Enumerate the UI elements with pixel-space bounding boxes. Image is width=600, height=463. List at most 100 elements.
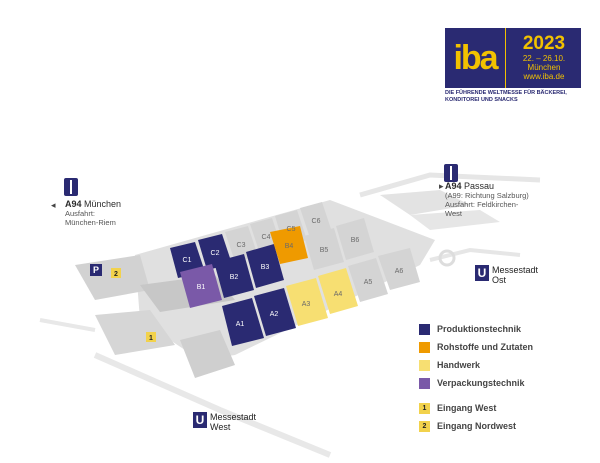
logo-tagline: DIE FÜHRENDE WELTMESSE FÜR BÄCKEREI, KON… [445,90,595,104]
road-west-number: A94 [65,199,82,209]
logo-brand-text: iba [453,38,498,77]
legend-item-handwerk: Handwerk [419,359,480,371]
parking-marker-label: P [93,265,99,275]
legend-swatch [419,323,430,335]
entrance-marker: 2 [419,420,430,432]
legend-swatch [419,359,430,371]
legend-swatch [419,377,430,389]
hall-labels: A1 A2 A3 A4 A5 A6 B1 B2 B3 B4 B5 B6 C1 C… [183,218,404,328]
legend-item-rohstoffe: Rohstoffe und Zutaten [419,341,533,353]
tagline-line-2: KONDITOREI UND SNACKS [445,97,518,103]
ubahn-west-label: Messestadt West [210,412,256,432]
hall-label: A6 [395,268,404,275]
road-east [429,247,521,262]
hall-b3[interactable] [246,244,284,288]
ubahn-east-label: Messestadt Ost [492,265,538,285]
halls-row-a [222,248,420,346]
hall-a2[interactable] [254,288,296,336]
legend-label: Eingang Nordwest [437,421,517,431]
legend-item-eingang-nordwest: 2 Eingang Nordwest [419,420,516,432]
road-south [93,352,332,458]
iba-logo: iba 2023 22. – 26.10. München www.iba.de [445,28,581,88]
building-southwest [95,310,175,355]
hall-b5[interactable] [304,228,344,270]
hall-a1[interactable] [222,298,264,346]
entrance-2-marker[interactable] [111,268,121,278]
hall-label: C4 [262,234,271,241]
motorway-icon [444,164,458,182]
ubahn-icon: U [475,265,489,281]
hall-label: A4 [334,291,343,298]
hall-c6[interactable] [300,202,332,238]
hall-label: A5 [364,279,373,286]
hall-b2[interactable] [214,254,254,298]
legend-label: Eingang West [437,403,497,413]
hall-label: B1 [197,284,206,291]
legend-label: Rohstoffe und Zutaten [437,342,533,352]
legend-swatch [419,341,430,353]
road-west-exit-label: Ausfahrt: [65,209,96,218]
road-east-name: Passau [464,181,495,191]
road-east-exit-cont: West [445,209,462,218]
road-east-title: A94 Passau [445,181,529,191]
arrow-east-icon: ▸ [439,181,444,191]
ubahn-icon: U [193,412,207,428]
parking-area-east [380,190,470,215]
road-west-title: A94 München [65,199,121,209]
parking-marker [90,264,102,276]
legend-label: Verpackungstechnik [437,378,525,388]
road-east-label: A94 Passau (A99: Richtung Salzburg) Ausf… [445,181,529,218]
hall-label: C2 [211,250,220,257]
legend-label: Handwerk [437,360,481,370]
legend-item-produktion: Produktionstechnik [419,323,521,335]
logo-mark: iba [445,28,506,88]
ubahn-west-line1: Messestadt [210,412,257,422]
hall-a4[interactable] [318,268,358,314]
legend-label: Produktionstechnik [437,324,522,334]
road-west-exit-name: München-Riem [65,218,116,227]
hall-label: B6 [351,237,360,244]
roundabout [438,249,456,267]
road-west-label: A94 München Ausfahrt: München-Riem [65,199,121,227]
road-east-note: (A99: Richtung Salzburg) [445,191,529,200]
hall-label: A2 [270,311,279,318]
hall-label: C6 [312,218,321,225]
hall-label: A1 [236,321,245,328]
ubahn-east-line1: Messestadt [492,265,539,275]
building-entrance-west [180,330,235,378]
logo-year: 2023 [522,33,566,54]
ubahn-east-line2: Ost [492,275,507,285]
road-west [39,318,96,332]
hall-label: C5 [287,226,296,233]
road-east-exit: Ausfahrt: Feldkirchen- [445,200,519,209]
ubahn-west-line2: West [210,422,231,432]
hall-label: C1 [183,257,192,264]
hall-a3[interactable] [286,278,328,326]
road-east-number: A94 [445,181,462,191]
logo-info: 2023 22. – 26.10. München www.iba.de [508,33,580,82]
hall-b1[interactable] [180,264,222,308]
logo-url: www.iba.de [523,72,565,81]
entrance-marker: 1 [419,402,430,414]
hall-a5[interactable] [348,258,388,302]
legend-item-eingang-west: 1 Eingang West [419,402,496,414]
tagline-line-1: DIE FÜHRENDE WELTMESSE FÜR BÄCKEREI, [445,90,567,96]
road-west-name: München [84,199,122,209]
hall-b6[interactable] [336,218,374,260]
hall-label: A3 [302,301,311,308]
hall-b4[interactable] [270,226,308,264]
logo-city: München [527,63,561,72]
logo-dates: 22. – 26.10. [522,54,566,63]
hall-label: B3 [261,264,270,271]
hall-a6[interactable] [378,248,420,290]
hall-label: B2 [230,274,239,281]
halls-row-b [180,218,374,308]
hall-label: B5 [320,247,329,254]
parking-area-east-2 [410,210,500,230]
road-north-east [359,172,541,198]
legend-item-verpackung: Verpackungstechnik [419,377,525,389]
entrance-1-marker[interactable] [146,332,156,342]
hall-label: C3 [237,242,246,249]
entrance-1-marker-label: 1 [149,335,153,342]
